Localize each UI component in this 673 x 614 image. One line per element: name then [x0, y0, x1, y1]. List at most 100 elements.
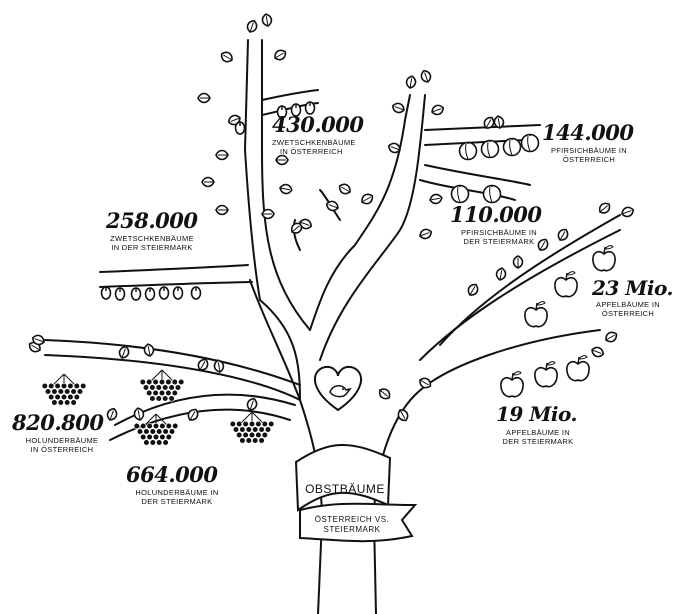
leaf-icon	[246, 397, 258, 411]
stat-plum-at-label-2: IN ÖSTERREICH	[280, 147, 343, 156]
stat-apple-at-label-2: ÖSTERREICH	[601, 309, 655, 318]
leaf-icon	[429, 193, 443, 205]
apple-icon	[592, 245, 616, 272]
leaf-icon	[598, 202, 611, 214]
leaves-group	[28, 13, 635, 422]
elderberry-icon	[41, 373, 87, 406]
apple-icon	[500, 371, 524, 398]
leaf-icon	[431, 104, 445, 116]
heart-bird-icon	[313, 366, 363, 412]
leaf-icon	[274, 49, 287, 61]
plum-icon	[100, 286, 112, 300]
peach-icon	[520, 133, 540, 153]
tree-outline	[44, 39, 621, 614]
leaf-icon	[197, 92, 211, 104]
leaf-icon	[118, 345, 130, 359]
stat-elder-st-label-1: HOLUNDERBÄUME IN	[135, 488, 219, 497]
title-banner: OBSTBÄUME ÖSTERREICH VS. STEIERMARK	[294, 443, 418, 543]
plum-icon	[172, 286, 184, 300]
leaf-icon	[197, 358, 209, 371]
elderberry-icon	[229, 411, 275, 444]
apple-icon	[534, 361, 558, 388]
leaf-icon	[537, 238, 549, 251]
leaf-icon	[387, 142, 401, 154]
stat-plum-st-label-1: ZWETSCHKENBÄUME	[110, 234, 194, 243]
leaf-icon	[467, 283, 479, 296]
leaf-icon	[419, 377, 432, 389]
stat-elder-st-label-2: DER STEIERMARK	[141, 497, 213, 506]
stat-apple-st-value: 19 Mio.	[496, 402, 577, 426]
stat-elder-st-value: 664.000	[126, 462, 218, 487]
peach-icon	[480, 139, 500, 159]
stat-plum-st-value: 258.000	[106, 208, 198, 233]
leaf-icon	[397, 409, 409, 422]
leaf-icon	[621, 206, 635, 218]
plum-icon	[130, 287, 142, 301]
leaf-icon	[483, 116, 495, 129]
leaf-icon	[495, 267, 507, 281]
banner-subtitle-1: ÖSTERREICH VS.	[315, 515, 390, 524]
leaf-icon	[215, 149, 229, 161]
leaf-icon	[391, 102, 405, 114]
stat-plum-at-label-1: ZWETSCHKENBÄUME	[272, 138, 356, 147]
leaf-icon	[220, 51, 233, 63]
leaf-icon	[512, 255, 524, 269]
banner-subtitle-2: STEIERMARK	[323, 525, 380, 534]
plum-icon	[158, 286, 170, 300]
peach-icon	[502, 137, 522, 157]
elderberry-icon	[139, 369, 185, 402]
banner-title: OBSTBÄUME	[305, 482, 385, 496]
apple-icon	[566, 355, 590, 382]
stat-apple-at-label-1: APFELBÄUME IN	[596, 300, 660, 309]
leaf-icon	[215, 204, 229, 216]
leaf-icon	[279, 183, 293, 195]
leaf-icon	[493, 115, 505, 129]
leaf-icon	[133, 407, 145, 421]
leaf-icon	[419, 228, 433, 240]
stat-peach-st-value: 110.000	[450, 202, 542, 227]
stat-apple-at-value: 23 Mio.	[592, 276, 673, 300]
leaf-icon	[338, 183, 351, 195]
leaf-icon	[591, 346, 605, 358]
stat-elder-at-label-1: HOLUNDERBÄUME	[25, 436, 99, 445]
leaf-icon	[187, 408, 199, 421]
stat-peach-at-value: 144.000	[542, 120, 634, 145]
plum-icon	[114, 287, 126, 301]
leaf-icon	[106, 407, 118, 421]
stat-plum-at-value: 430.000	[272, 112, 364, 137]
stat-elder-at-value: 820.800	[12, 410, 104, 435]
stat-elder-at-label-2: IN ÖSTERREICH	[30, 445, 94, 454]
stat-apple-st-label-1: APFELBÄUME IN	[506, 428, 570, 437]
stat-peach-at-label-1: PFIRSICHBÄUME IN	[550, 146, 628, 155]
peach-icon	[458, 141, 478, 161]
leaf-icon	[143, 343, 155, 357]
leaf-icon	[361, 193, 374, 205]
plum-icon	[276, 105, 288, 119]
plum-icon	[144, 287, 156, 301]
plum-icon	[290, 103, 302, 117]
stat-apple-st-label-2: DER STEIERMARK	[502, 437, 574, 446]
leaf-icon	[605, 331, 618, 343]
plum-icon	[234, 121, 246, 135]
leaf-icon	[420, 69, 432, 83]
leaf-icon	[213, 359, 225, 373]
stat-peach-at-label-2: ÖSTERREICH	[562, 155, 616, 164]
leaf-icon	[325, 200, 339, 212]
leaf-icon	[261, 13, 273, 27]
apple-icon	[524, 301, 548, 328]
leaf-icon	[275, 154, 289, 166]
stat-peach-st-label-1: PFIRSICHBÄUME IN	[460, 228, 538, 237]
stat-plum-st-label-2: IN DER STEIERMARK	[111, 243, 193, 252]
leaf-icon	[31, 334, 45, 346]
peach-icon	[482, 184, 502, 204]
leaf-icon	[557, 228, 569, 241]
leaf-icon	[246, 19, 258, 33]
leaf-icon	[405, 75, 417, 89]
leaf-icon	[378, 388, 391, 400]
leaf-icon	[201, 176, 215, 188]
stat-peach-st-label-2: DER STEIERMARK	[463, 237, 535, 246]
peach-icon	[450, 184, 470, 204]
plum-icon	[190, 286, 202, 300]
